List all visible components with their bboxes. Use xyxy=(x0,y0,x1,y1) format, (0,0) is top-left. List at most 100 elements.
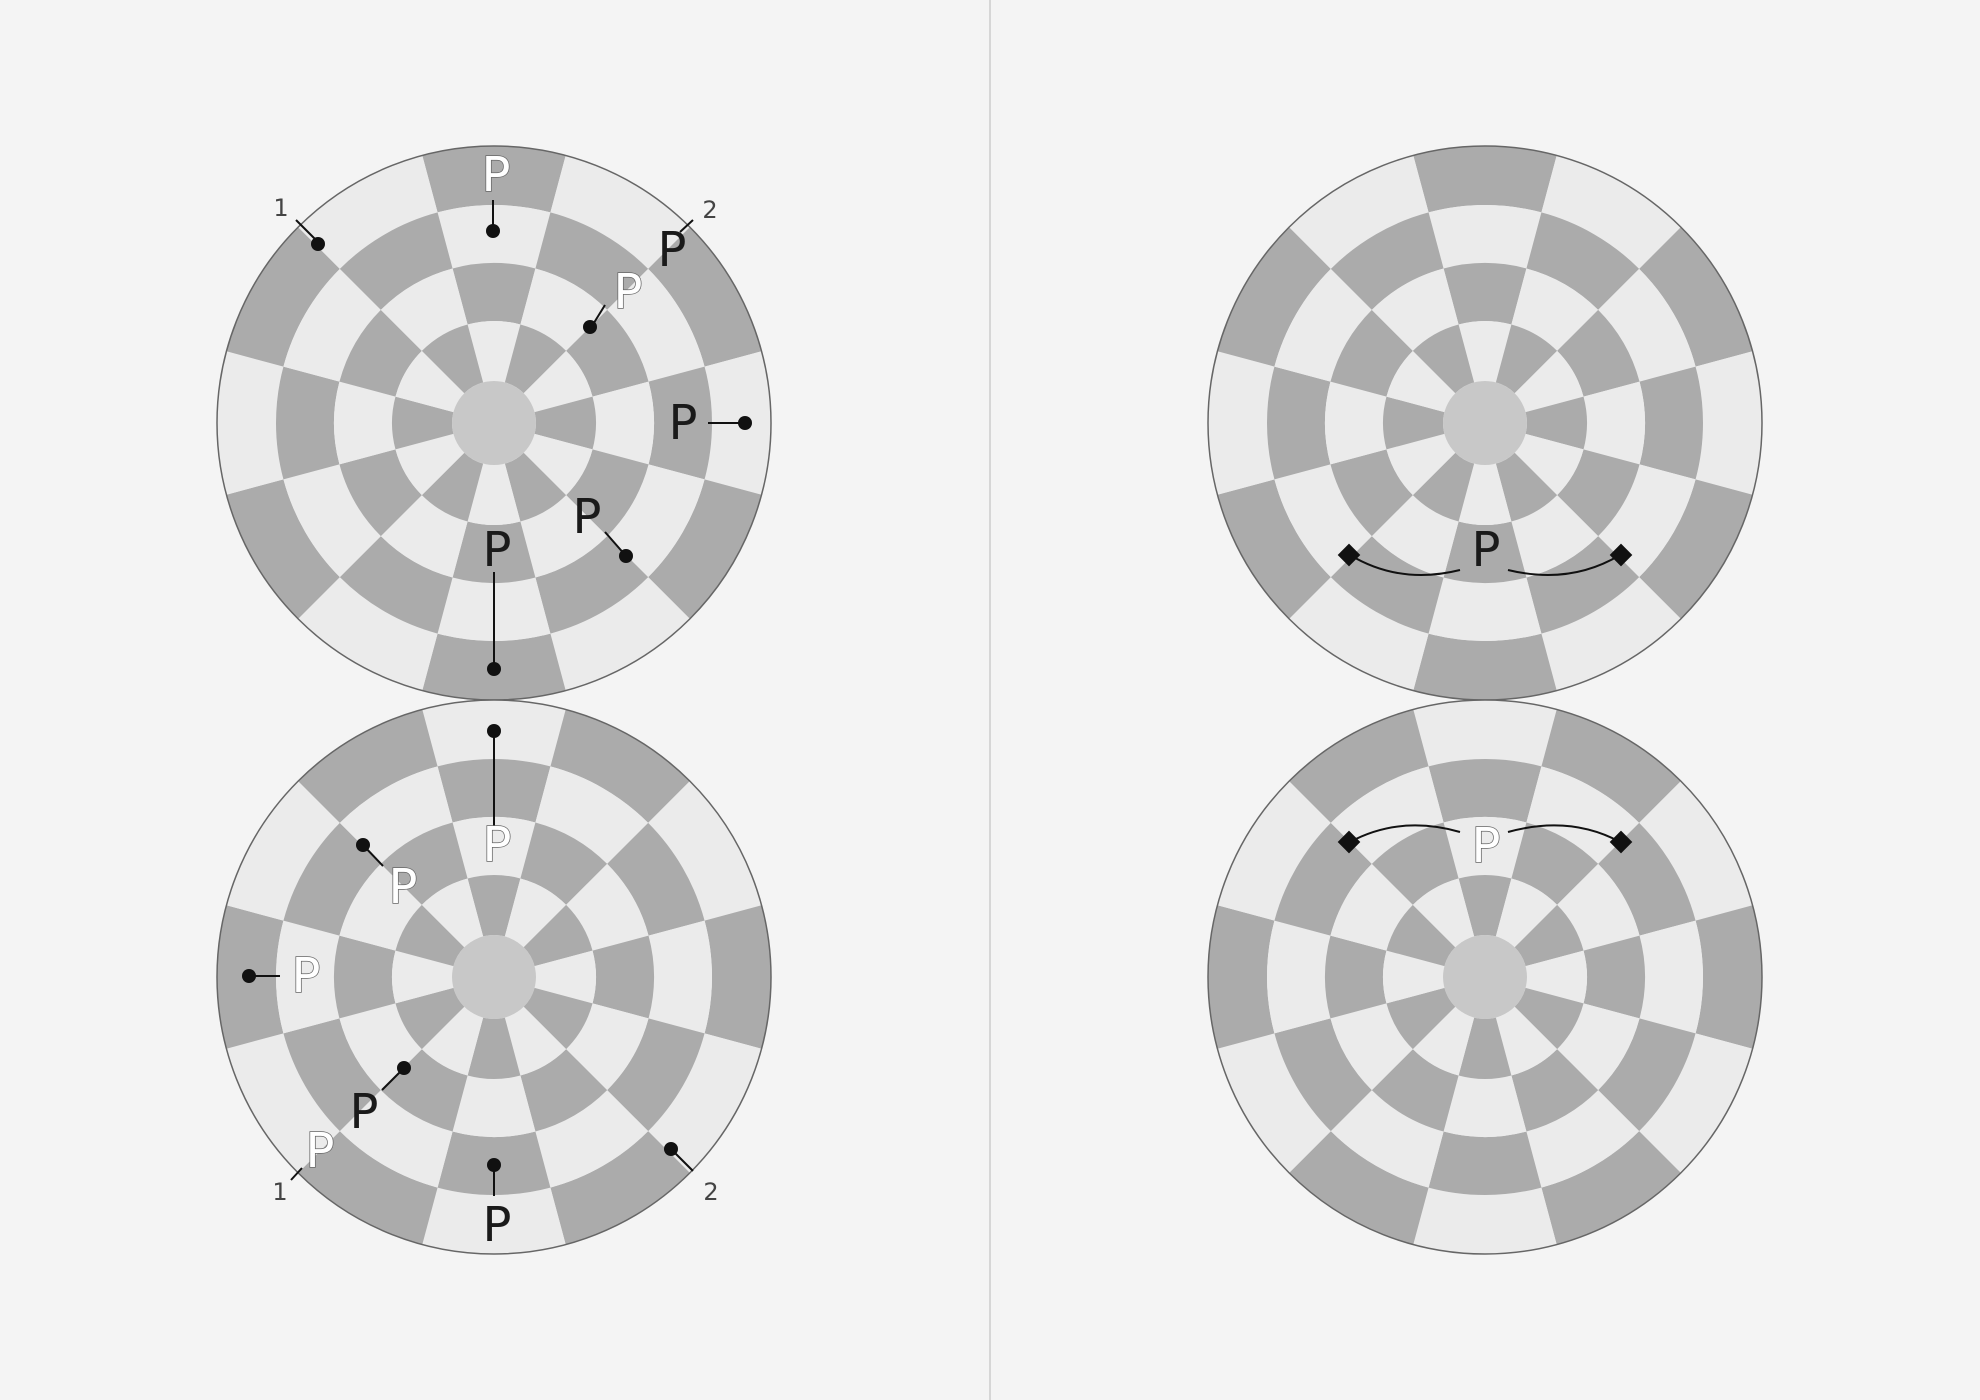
board-cell xyxy=(1541,709,1681,823)
white-pawn: P xyxy=(482,147,511,203)
board-cell xyxy=(1428,759,1542,823)
board-cell xyxy=(421,878,484,948)
board-cell xyxy=(1598,1018,1696,1132)
board-cell xyxy=(1495,324,1558,394)
dot-marker xyxy=(619,549,633,563)
board-cell xyxy=(467,321,521,383)
board-cell xyxy=(1639,920,1703,1034)
board-cell xyxy=(1557,863,1640,951)
white-pawn: P xyxy=(1472,818,1501,874)
dot-marker xyxy=(397,1061,411,1075)
board-cell xyxy=(520,822,608,905)
board-cell xyxy=(1413,1187,1557,1254)
board-cell xyxy=(452,817,536,879)
right-bottom-diamonds xyxy=(1337,830,1633,854)
board-center xyxy=(452,381,536,465)
board-cell xyxy=(1525,396,1587,450)
black-pawn: P xyxy=(573,489,602,545)
board-cell xyxy=(1330,1003,1413,1091)
right-bottom-arcs xyxy=(1349,824,1621,843)
board-cell xyxy=(283,464,381,578)
board-cell xyxy=(1330,1090,1444,1188)
board-cell xyxy=(226,479,340,619)
board-cell xyxy=(550,577,690,691)
black-pawn: P xyxy=(483,1197,512,1253)
board-cell xyxy=(1639,781,1753,921)
board-cell xyxy=(1371,495,1459,578)
board-cell xyxy=(226,227,340,367)
board-cell xyxy=(504,1006,567,1076)
left-top-pawns: P P P P P P xyxy=(481,146,698,578)
board-cell xyxy=(391,950,454,1004)
board-cell xyxy=(1583,381,1645,465)
board-cell xyxy=(298,577,438,691)
board-cell xyxy=(1208,905,1275,1049)
board-cell xyxy=(421,452,484,522)
board-cell xyxy=(535,536,649,634)
board-cell xyxy=(1557,1003,1640,1091)
board-cell xyxy=(1330,212,1444,310)
board-cell xyxy=(1639,1033,1753,1173)
board-cell xyxy=(339,536,453,634)
board-cell xyxy=(276,920,340,1034)
board-cell xyxy=(607,464,705,578)
board-cell xyxy=(504,452,567,522)
board-cell xyxy=(467,1017,521,1079)
board-cell xyxy=(1267,366,1331,480)
board-cell xyxy=(1383,950,1445,1004)
board-right-top xyxy=(1207,145,1763,701)
black-pawn: P xyxy=(669,395,698,451)
board-cell xyxy=(1412,452,1475,522)
board-cell xyxy=(467,463,521,525)
left-bottom-dots xyxy=(242,724,678,1172)
board-cell xyxy=(1289,577,1429,691)
board-cell xyxy=(1412,878,1475,948)
board-cell xyxy=(504,324,567,394)
board-cell xyxy=(648,920,713,1034)
board-cell xyxy=(226,781,340,921)
board-right-bottom xyxy=(1207,699,1763,1255)
board-cell xyxy=(395,350,465,413)
board-cell xyxy=(452,1075,536,1137)
board-cell xyxy=(1386,350,1456,413)
board-cell xyxy=(1695,905,1762,1049)
board-cell xyxy=(1514,433,1584,496)
board-cell xyxy=(1386,904,1456,967)
board-cell xyxy=(283,822,381,936)
board-cell xyxy=(422,146,566,213)
board-cell xyxy=(1217,1033,1331,1173)
board-cell xyxy=(648,1033,762,1173)
board-cell xyxy=(1598,268,1696,382)
board-cell xyxy=(1443,263,1527,325)
board-cell xyxy=(1443,521,1527,583)
board-cell xyxy=(648,781,762,921)
board-cell xyxy=(339,449,422,537)
number-label-2: 2 xyxy=(702,196,717,224)
board-cell xyxy=(1458,875,1512,937)
board-cell xyxy=(339,309,422,397)
board-cell xyxy=(1557,449,1640,537)
board-cell xyxy=(535,766,649,864)
board-cell xyxy=(520,1049,608,1132)
board-cell xyxy=(1443,816,1527,879)
board-cell xyxy=(1511,268,1599,351)
board-cell xyxy=(1217,781,1331,921)
board-cell xyxy=(1413,700,1557,767)
board-cell xyxy=(1413,633,1557,700)
board-cell xyxy=(1412,1006,1475,1076)
board-cell xyxy=(523,987,593,1050)
diamond-marker xyxy=(1337,830,1361,854)
white-pawn: P xyxy=(389,859,418,915)
board-cell xyxy=(550,1131,690,1245)
board-cell xyxy=(380,822,468,905)
board-cell xyxy=(1371,1049,1459,1132)
left-bottom-pawns: P P P P P P xyxy=(291,816,512,1253)
board-cell xyxy=(1526,766,1640,864)
board-outline xyxy=(1207,699,1763,1255)
board-cell xyxy=(1386,987,1456,1050)
white-pawn: P xyxy=(614,264,643,320)
board-cell xyxy=(607,268,705,382)
dot-marker xyxy=(486,224,500,238)
diamond-marker xyxy=(1609,830,1633,854)
